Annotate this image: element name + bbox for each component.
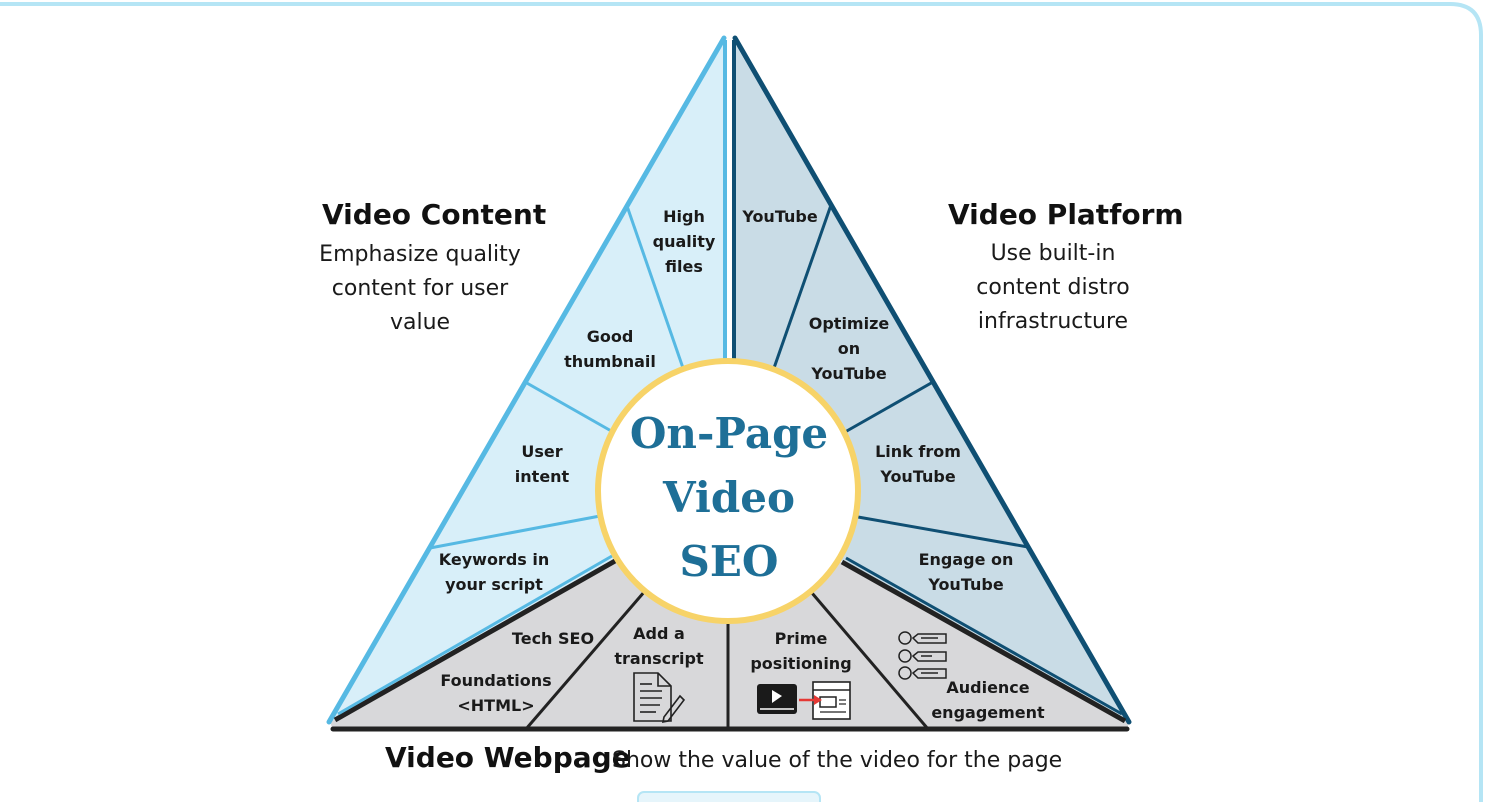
segment-engage-on-youtube: Engage on YouTube <box>918 550 1014 594</box>
video-content-heading: Video Content <box>322 198 547 231</box>
segment-keywords-in-script: Keywords in your script <box>438 550 550 594</box>
segment-good-thumbnail: Good thumbnail <box>564 327 656 371</box>
segment-link-from-youtube: Link from YouTube <box>875 442 961 486</box>
audience-feedback-icon <box>898 631 947 680</box>
segment-foundations-html: Foundations <HTML> <box>440 671 552 715</box>
segment-prime-positioning: Prime positioning <box>750 629 852 673</box>
video-webpage-heading: Video Webpage <box>385 741 631 774</box>
center-title: On-Page Video SEO <box>629 409 829 586</box>
video-platform-dividers <box>772 204 1029 549</box>
segment-optimize-on-youtube: Optimize on YouTube <box>808 314 890 383</box>
segment-audience-engagement: Audience engagement <box>931 678 1045 722</box>
left-section-boundary <box>333 558 617 723</box>
video-webpage-description: Show the value of the video for the page <box>612 748 1063 773</box>
segment-tech-seo: Tech SEO <box>511 629 595 648</box>
video-content-dividers <box>429 205 685 550</box>
segment-user-intent: User intent <box>514 442 570 486</box>
center-circle <box>595 358 861 624</box>
video-content-description: Emphasize quality content for user value <box>319 242 521 335</box>
right-section-boundary-inner <box>845 556 1123 716</box>
right-edge <box>732 35 1132 725</box>
bottom-tab <box>637 791 821 802</box>
right-section-boundary <box>840 559 1127 724</box>
segment-high-quality-files: High quality files <box>652 207 716 276</box>
video-webpage-dividers <box>524 590 930 730</box>
video-platform-heading: Video Platform <box>948 198 1184 231</box>
segment-add-transcript: Add a transcript <box>614 624 704 668</box>
left-edge <box>326 35 727 725</box>
transcript-document-icon <box>633 672 686 724</box>
video-platform-description: Use built-in content distro infrastructu… <box>976 241 1130 334</box>
left-section-boundary-inner <box>337 554 613 716</box>
video-to-page-icon <box>757 681 851 720</box>
segment-youtube: YouTube <box>742 207 818 226</box>
